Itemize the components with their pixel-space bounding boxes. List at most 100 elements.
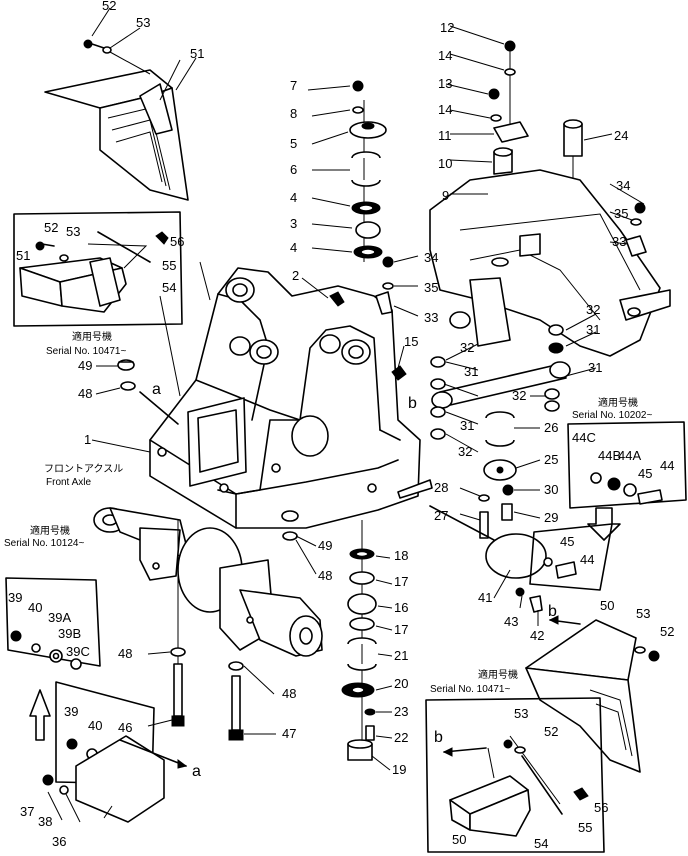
label-52: 52 (660, 624, 674, 639)
label-32: 32 (460, 340, 474, 355)
label-21: 21 (394, 648, 408, 663)
label-40: 40 (28, 600, 42, 615)
bottom-left-parts (5, 577, 188, 823)
label-39A: 39A (48, 610, 71, 625)
label-8: 8 (290, 106, 297, 121)
label-31: 31 (460, 418, 474, 433)
label-48: 48 (318, 568, 332, 583)
tie-rod-assembly (430, 324, 571, 481)
label-27: 27 (434, 508, 448, 523)
right-cover-part-50 (525, 615, 660, 773)
label-52: 52 (102, 0, 116, 13)
label-45: 45 (638, 466, 652, 481)
label-1: 1 (84, 432, 91, 447)
label-15: 15 (404, 334, 418, 349)
label-39: 39 (64, 704, 78, 719)
serial-note-ja-2: 適用号機 (598, 396, 638, 409)
label-55: 55 (162, 258, 176, 273)
main-frame-part-1 (149, 261, 421, 529)
label-24: 24 (614, 128, 628, 143)
serial-note-4: Serial No. 10471~ (430, 684, 510, 695)
label-17: 17 (394, 574, 408, 589)
label-45: 45 (560, 534, 574, 549)
label-44: 44 (580, 552, 594, 567)
plate-part-41 (485, 533, 547, 613)
label-53: 53 (636, 606, 650, 621)
label-38: 38 (38, 814, 52, 829)
label-47: 47 (282, 726, 296, 741)
label-32: 32 (512, 388, 526, 403)
label-3: 3 (290, 216, 297, 231)
label-53: 53 (514, 706, 528, 721)
label-42: 42 (530, 628, 544, 643)
label-18: 18 (394, 548, 408, 563)
washer-stack-left (117, 359, 179, 425)
label-54: 54 (162, 280, 176, 295)
label-39B: 39B (58, 626, 81, 641)
serial-note-1: Serial No. 10471~ (46, 346, 126, 357)
part-labels: 52 53 51 52 53 56 51 55 54 適用号機 Serial N… (4, 0, 674, 851)
label-44B: 44B (598, 448, 621, 463)
inset-box-serial-10471-bottom (425, 697, 605, 853)
serial-note-3: Serial No. 10124~ (4, 538, 84, 549)
right-steering-bracket (429, 169, 671, 357)
leader-lines (47, 7, 645, 823)
label-35: 35 (614, 206, 628, 221)
top-cover-part-51 (44, 39, 189, 201)
label-44: 44 (660, 458, 674, 473)
label-7: 7 (290, 78, 297, 93)
label-b: b (548, 603, 557, 620)
center-upper-stack (349, 80, 387, 262)
label-48: 48 (118, 646, 132, 661)
label-b: b (408, 395, 417, 412)
label-54: 54 (534, 836, 548, 851)
label-56: 56 (594, 800, 608, 815)
label-16: 16 (394, 600, 408, 615)
label-44C: 44C (572, 430, 596, 445)
center-lower-stack (341, 520, 377, 761)
label-49: 49 (318, 538, 332, 553)
label-53: 53 (66, 224, 80, 239)
label-14: 14 (438, 48, 452, 63)
label-2: 2 (292, 268, 299, 283)
inset-box-serial-10202 (529, 421, 687, 591)
label-49: 49 (78, 358, 92, 373)
label-a: a (192, 763, 201, 780)
label-36: 36 (52, 834, 66, 849)
label-50: 50 (600, 598, 614, 613)
label-39C: 39C (66, 644, 90, 659)
label-4: 4 (290, 190, 297, 205)
label-33: 33 (612, 234, 626, 249)
label-50: 50 (452, 832, 466, 847)
label-37: 37 (20, 804, 34, 819)
label-19: 19 (392, 762, 406, 777)
label-14: 14 (438, 102, 452, 117)
label-51: 51 (16, 248, 30, 263)
label-32: 32 (458, 444, 472, 459)
label-9: 9 (442, 188, 449, 203)
label-43: 43 (504, 614, 518, 629)
label-31: 31 (464, 364, 478, 379)
serial-note-ja-3: 適用号機 (30, 524, 70, 537)
label-29: 29 (544, 510, 558, 525)
label-32: 32 (586, 302, 600, 317)
label-28: 28 (434, 480, 448, 495)
front-axle-label: Front Axle (46, 477, 91, 488)
label-6: 6 (290, 162, 297, 177)
label-10: 10 (438, 156, 452, 171)
label-56: 56 (170, 234, 184, 249)
serial-note-2: Serial No. 10202~ (572, 410, 652, 421)
label-35: 35 (424, 280, 438, 295)
label-40: 40 (88, 718, 102, 733)
label-41: 41 (478, 590, 492, 605)
label-a: a (152, 381, 161, 398)
label-39: 39 (8, 590, 22, 605)
label-51: 51 (190, 46, 204, 61)
label-22: 22 (394, 730, 408, 745)
label-12: 12 (440, 20, 454, 35)
inset-box-serial-10471-top (13, 211, 183, 327)
label-55: 55 (578, 820, 592, 835)
label-52: 52 (544, 724, 558, 739)
